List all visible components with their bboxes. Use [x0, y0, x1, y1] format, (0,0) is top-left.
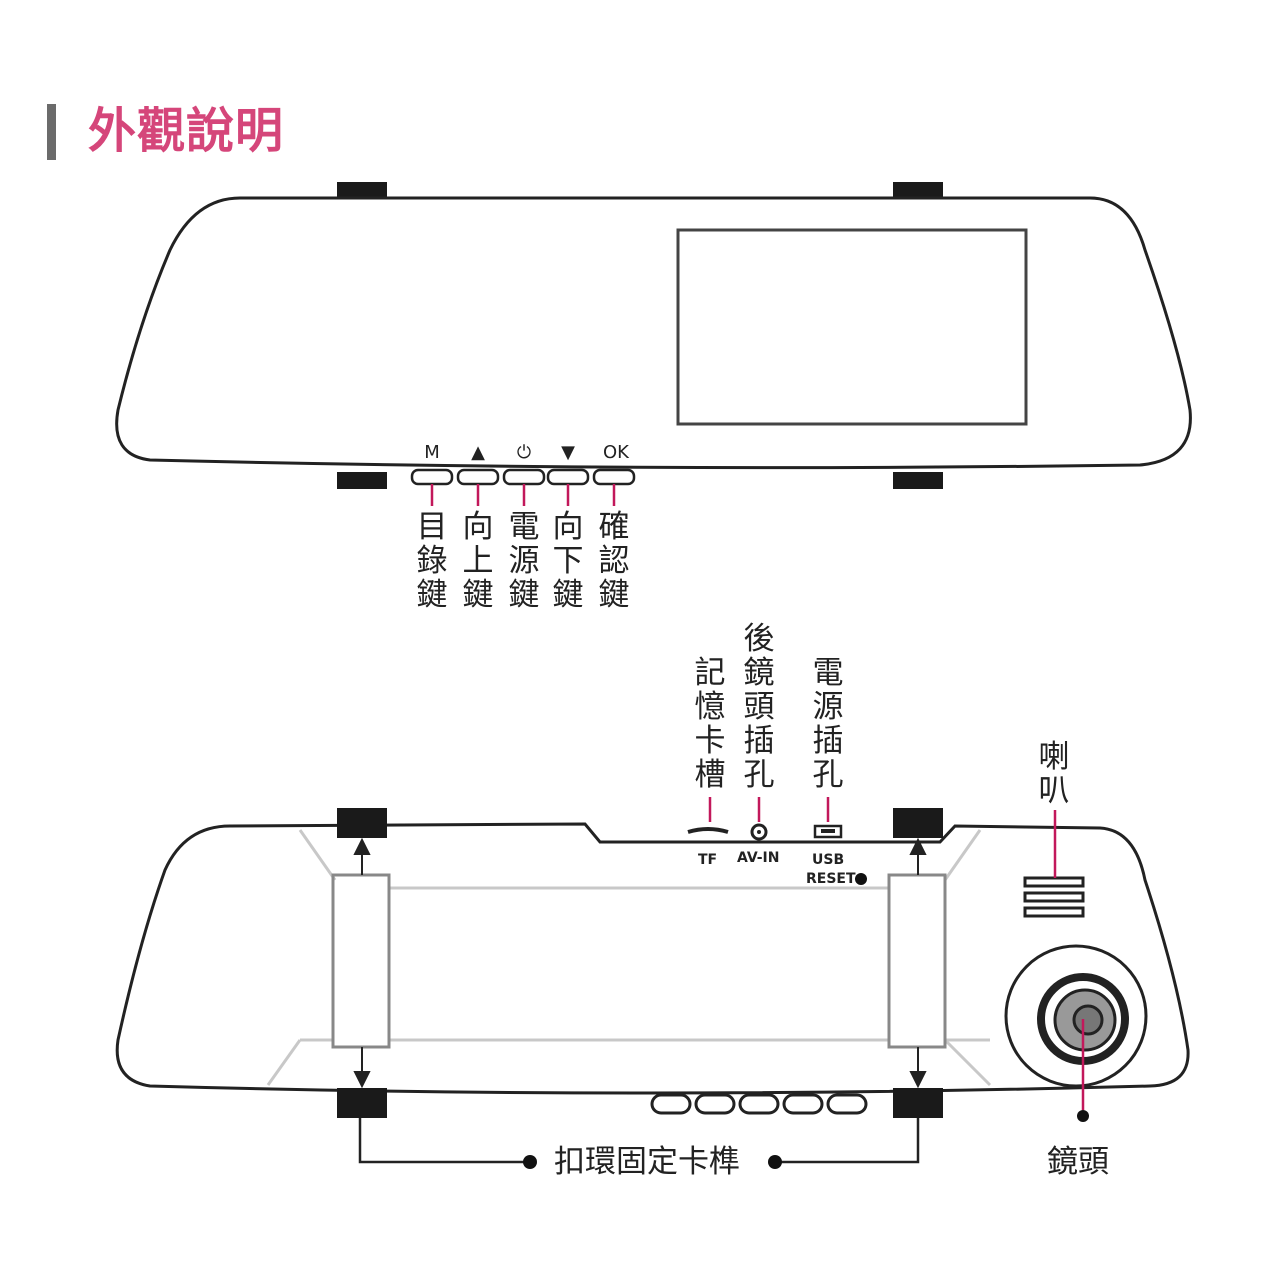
front-button-row [410, 468, 636, 486]
button-leaders [430, 484, 616, 506]
menu-symbol: M [424, 442, 440, 463]
clip-leader-dot-right [768, 1155, 782, 1169]
usb-port-icon [813, 824, 843, 839]
tf-label: TF [698, 852, 718, 868]
back-top-clip-left [337, 808, 387, 838]
clip-leader-dot-left [523, 1155, 537, 1169]
front-mirror-body [115, 196, 1192, 470]
menu-button[interactable] [410, 468, 454, 486]
up-key-label: 向上鍵 [462, 509, 494, 613]
reset-label: RESET [806, 871, 856, 887]
mount-clips-caption: 扣環固定卡榫 [554, 1144, 740, 1180]
display-screen [676, 228, 1028, 426]
bottom-chain [650, 1093, 868, 1115]
down-button[interactable] [546, 468, 590, 486]
back-top-clip-right [893, 808, 943, 838]
power-button[interactable] [502, 468, 546, 486]
lens-leader-dot [1077, 1110, 1089, 1122]
clip-arrows [353, 837, 927, 1089]
front-top-clip-left [337, 182, 387, 199]
ok-key-label: 確認鍵 [598, 509, 630, 613]
av-in-jack-icon [750, 823, 768, 841]
back-bottom-clip-left [337, 1088, 387, 1118]
page-title: 外觀說明 [88, 103, 285, 159]
up-symbol-icon: ▲ [471, 442, 485, 463]
usb-label: USB [812, 852, 845, 868]
power-jack-label: 電源插孔 [812, 655, 844, 793]
title-accent-bar [47, 104, 56, 160]
bracket-pad-right [887, 873, 947, 1049]
memory-slot-label: 記憶卡槽 [694, 655, 726, 793]
down-symbol-icon: ▼ [561, 442, 575, 463]
clip-leader [358, 1118, 920, 1164]
lens-caption: 鏡頭 [1047, 1144, 1109, 1180]
bracket-pad-left [331, 873, 391, 1049]
back-view [115, 797, 1190, 1169]
inner-guide-lines [266, 829, 992, 1087]
ok-button[interactable] [592, 468, 636, 486]
front-bottom-clip-right [893, 472, 943, 489]
speaker-label: 喇叭 [1038, 739, 1070, 809]
reset-hole-icon [855, 873, 867, 885]
av-in-label: AV-IN [737, 850, 780, 866]
camera-lens-icon [1004, 944, 1148, 1088]
ok-symbol: OK [603, 442, 629, 463]
port-leaders [708, 797, 1085, 1110]
speaker-grille-icon [1023, 876, 1085, 918]
front-view [115, 182, 1192, 506]
back-mirror-body [115, 822, 1190, 1095]
front-bottom-clip-left [337, 472, 387, 489]
up-button[interactable] [456, 468, 500, 486]
menu-key-label: 目錄鍵 [416, 509, 448, 613]
front-top-clip-right [893, 182, 943, 199]
back-bottom-clip-right [893, 1088, 943, 1118]
down-key-label: 向下鍵 [552, 509, 584, 613]
power-symbol-icon: ⏻ [516, 442, 532, 463]
rear-cam-jack-label: 後鏡頭插孔 [743, 621, 775, 793]
power-key-label: 電源鍵 [508, 509, 540, 613]
tf-card-slot [687, 827, 729, 834]
